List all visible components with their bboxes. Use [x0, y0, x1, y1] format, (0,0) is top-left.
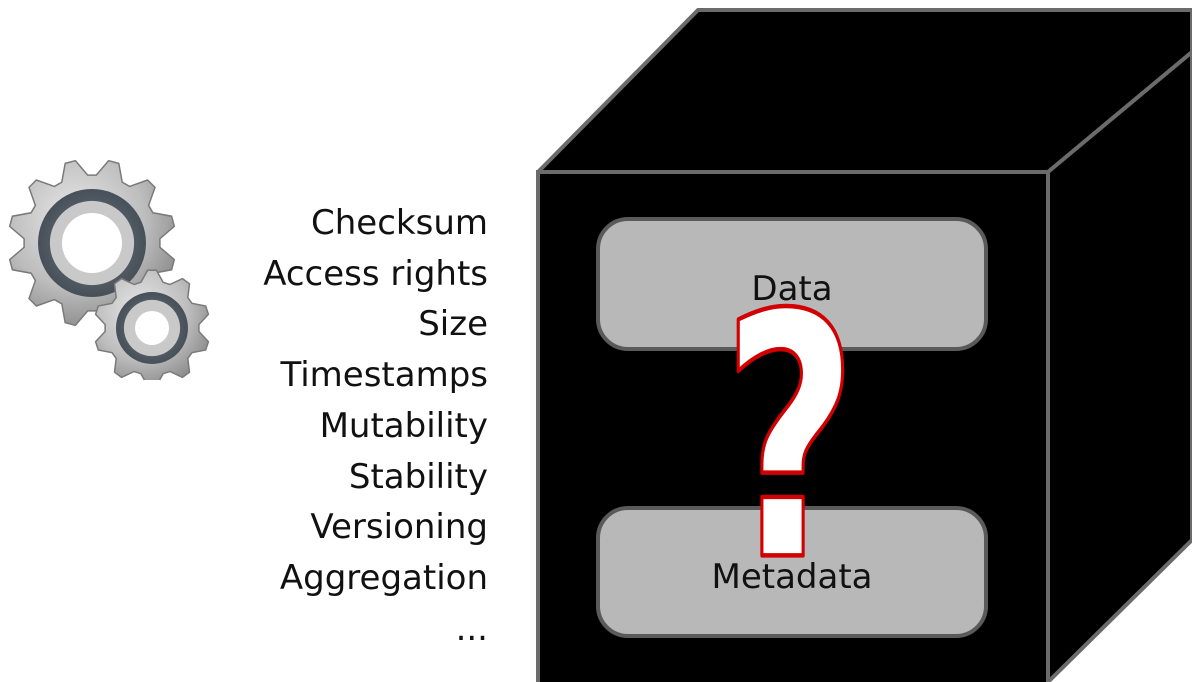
property-item: ... [455, 608, 488, 649]
big-gear [8, 160, 176, 327]
metadata-label: Metadata [711, 557, 872, 597]
property-item: Stability [348, 456, 488, 497]
data-slot [596, 217, 988, 351]
property-item: Size [418, 304, 488, 345]
property-item: Checksum [311, 203, 488, 243]
property-item: Mutability [319, 405, 488, 446]
property-item: Versioning [310, 507, 488, 548]
property-item: Aggregation [279, 557, 488, 598]
question-mark: ? [722, 244, 858, 635]
gears-icon [8, 160, 210, 380]
data-label: Data [751, 269, 832, 309]
property-item: Timestamps [280, 355, 488, 396]
small-gear [94, 269, 210, 380]
property-item: Access rights [263, 253, 488, 294]
metadata-slot [596, 506, 988, 638]
